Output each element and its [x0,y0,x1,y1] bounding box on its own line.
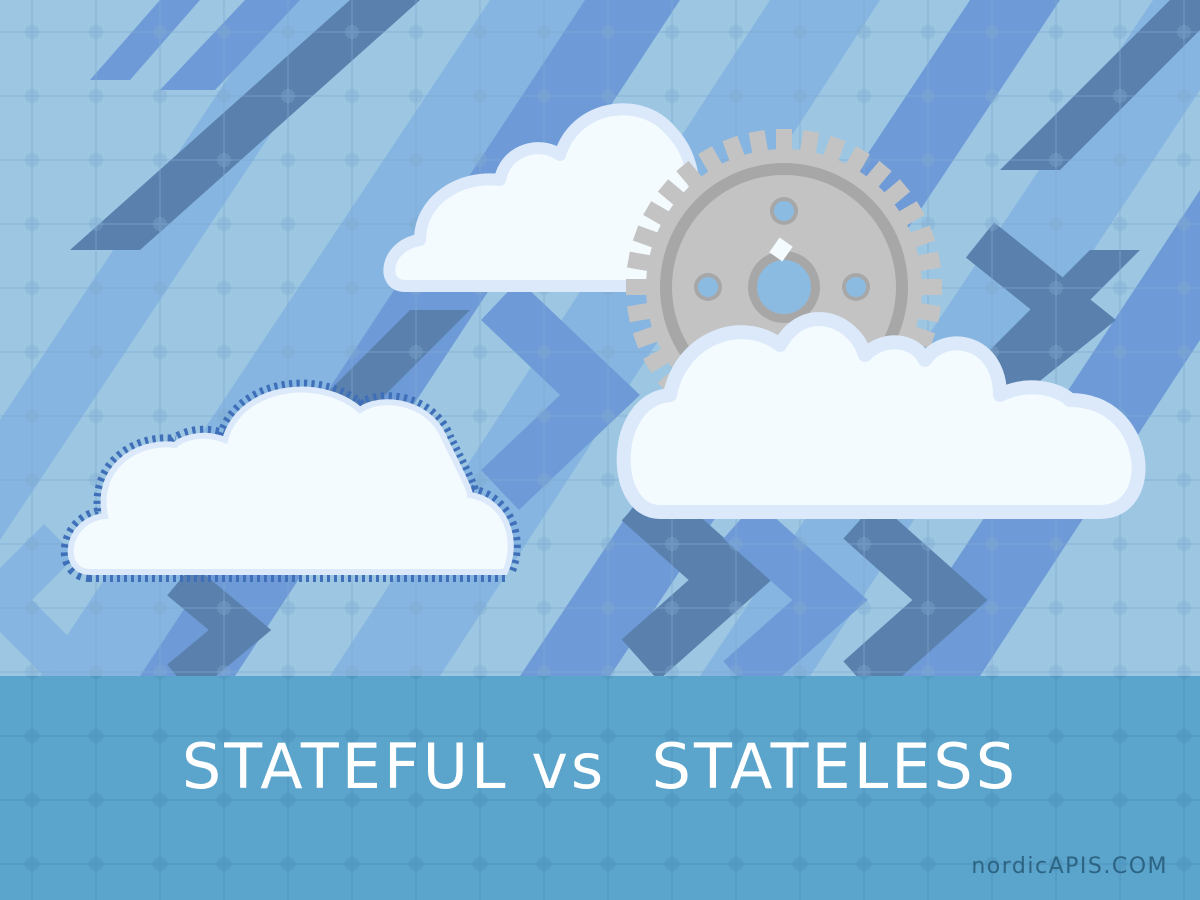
cloud-stateful-icon [60,379,521,582]
brand-logo-text: nordicAPIS.COM [971,854,1168,879]
page-title: STATEFUL vs STATELESS [181,730,1019,803]
cloud-back-icon [383,103,700,292]
cloud-front-icon [616,312,1146,519]
